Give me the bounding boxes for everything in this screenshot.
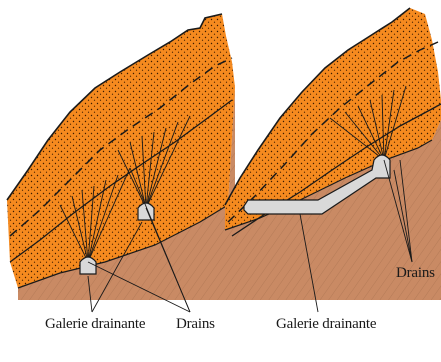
- left-drains-label: Drains: [176, 316, 215, 333]
- right-gallery-label: Galerie drainante: [276, 316, 376, 333]
- left-gallery-1: [80, 257, 96, 274]
- left-slope-section: [7, 14, 235, 312]
- left-gallery-label: Galerie drainante: [45, 316, 145, 333]
- right-drains-label: Drains: [396, 265, 435, 282]
